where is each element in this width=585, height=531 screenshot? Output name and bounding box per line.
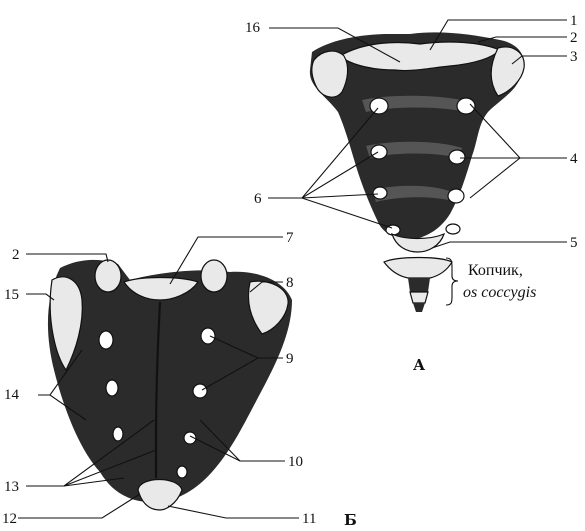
sacrum-left-wing [312,51,348,97]
anterior-sacral-foramen [371,145,387,159]
posterior-sacral-foramen [177,466,187,478]
label-1: 1 [570,13,578,29]
sacral-hiatus [138,480,182,511]
superior-articular-process [95,260,121,292]
label-14: 14 [4,387,20,403]
posterior-sacral-foramen [113,427,123,441]
label-5: 5 [570,235,578,251]
label-7: 7 [286,230,294,246]
posterior-sacral-foramen [201,328,215,344]
anterior-sacral-foramen [370,98,388,114]
leader-6c [268,194,378,198]
leader-5 [432,242,567,248]
label-13: 13 [4,479,19,495]
leader-4c [470,158,567,198]
label-16: 16 [245,20,261,36]
figure-letter-b: Б [344,511,357,529]
leader-11 [168,506,299,518]
label-10: 10 [288,454,303,470]
leader-12 [18,494,140,518]
figure-letter-a: А [413,356,426,374]
sacrum-right-wing [491,47,524,96]
label-3: 3 [570,49,578,65]
label-9: 9 [286,351,294,367]
anterior-sacral-foramen [449,150,465,164]
anterior-sacral-foramen [373,187,387,199]
posterior-sacral-foramen [106,380,118,396]
sacrum-posterior-view [48,260,292,510]
label-2a: 2 [570,30,578,46]
coccyx [384,258,452,313]
posterior-sacral-foramen [99,331,113,349]
superior-articular-process [201,260,227,292]
label-8: 8 [286,275,294,291]
anterior-sacral-foramen [446,224,460,234]
label-12: 12 [2,511,17,527]
figure-labels: Копчик, os coccygis А Б [344,262,536,529]
label-4: 4 [570,151,578,167]
coccyx-label-ru: Копчик, [468,262,523,279]
label-2b: 2 [12,247,20,263]
coccyx-label-lat: os coccygis [463,284,536,301]
posterior-sacral-foramen [193,384,207,398]
label-6: 6 [254,191,262,207]
label-15: 15 [4,287,19,303]
label-11: 11 [302,511,316,527]
anterior-sacral-foramen [448,189,464,203]
